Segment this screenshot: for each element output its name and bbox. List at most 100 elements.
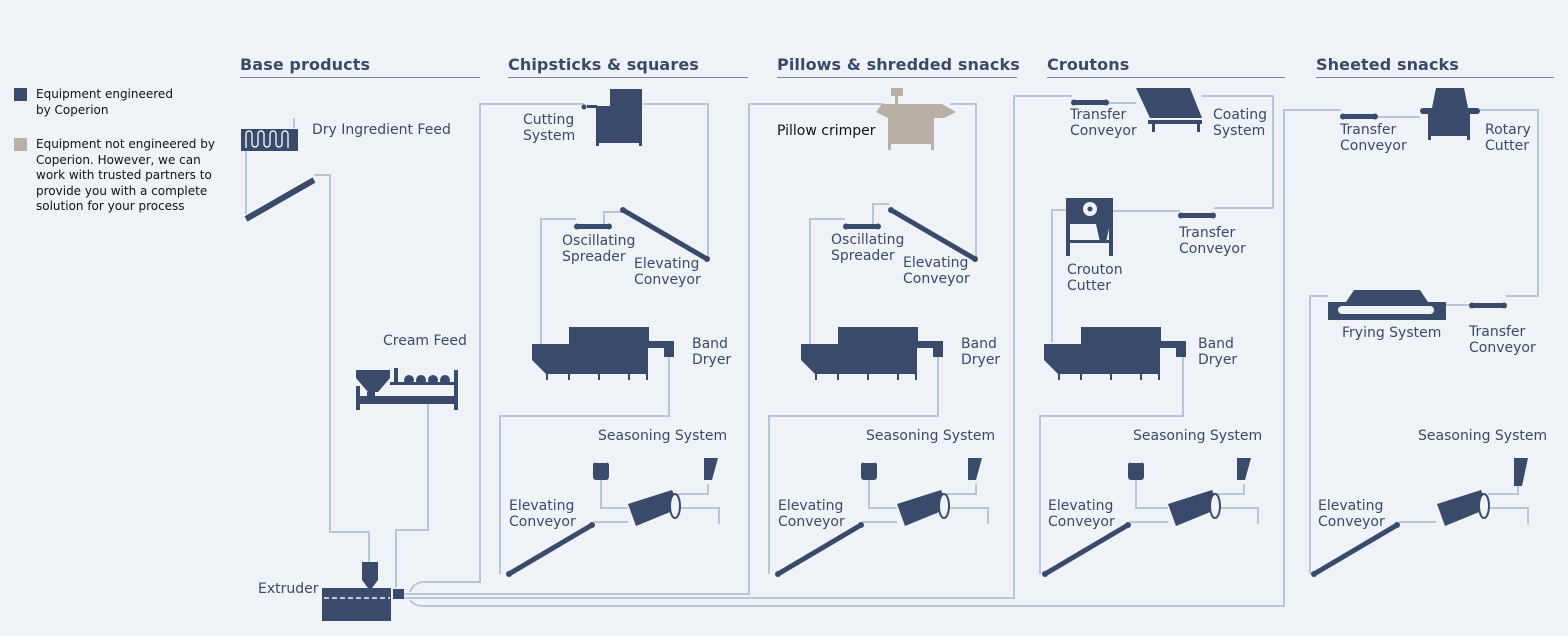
legend-not-engineered-swatch [14, 138, 27, 151]
cs-seasoning-system-icon [593, 458, 718, 526]
legend-engineered-text: Equipment engineered by Coperion [36, 87, 173, 117]
label-pl-oscillating-2: Spreader [831, 248, 895, 264]
sh-transfer-conveyor-icon [1340, 113, 1378, 120]
coating-system-icon [1136, 88, 1202, 132]
label-cs-band-2: Dryer [692, 352, 732, 368]
label-cs-oscillating-1: Oscillating [562, 233, 636, 249]
pipe-sh-cutter-down [1480, 109, 1539, 297]
label-cs-elevating-b-1: Elevating [509, 498, 575, 514]
equipment [241, 88, 1528, 621]
label-cutting-system-1: Cutting [523, 112, 575, 128]
label-cr-transfer-b-2: Conveyor [1179, 241, 1246, 257]
section-pillows-title: Pillows & shredded snacks [777, 55, 1020, 74]
label-pl-oscillating-1: Oscillating [831, 232, 905, 248]
cs-elevating-conveyor-icon [620, 207, 710, 262]
pipe-sh-season-3 [1490, 507, 1529, 524]
cs-band-dryer-icon [532, 327, 674, 380]
label-sh-transfer-b-1: Transfer [1469, 324, 1526, 340]
label-pl-band-2: Dryer [961, 352, 1001, 368]
label-sh-transfer-b-2: Conveyor [1469, 340, 1536, 356]
cutting-system-icon [581, 89, 642, 146]
dry-feed-incline-icon [244, 177, 316, 222]
pipe-cs-dryer-to-season [499, 350, 670, 574]
label-cr-elevating-b-1: Elevating [1048, 498, 1114, 514]
section-base-divider [240, 77, 480, 78]
label-cs-elevating-1: Elevating [634, 256, 700, 272]
label-pl-elevating-b-2: Conveyor [778, 514, 845, 530]
label-pl-seasoning: Seasoning System [866, 428, 996, 444]
label-sh-elevating-b-1: Elevating [1318, 498, 1384, 514]
label-sh-transfer-1: Transfer [1340, 122, 1397, 138]
pipe-cr-coat-down [1202, 95, 1274, 209]
cr-transfer-conveyor-mid-icon [1178, 212, 1216, 219]
cr-seasoning-system-icon [1128, 458, 1251, 526]
section-chipsticks-divider [508, 77, 748, 78]
section-sheeted-title: Sheeted snacks [1316, 55, 1459, 74]
section-base-products-title: Base products [240, 55, 371, 74]
pl-band-dryer-icon [801, 327, 943, 380]
label-crouton-cutter-2: Cutter [1067, 278, 1111, 294]
label-sh-transfer-2: Conveyor [1340, 138, 1407, 154]
section-croutons-divider [1047, 77, 1285, 78]
frying-system-icon [1328, 290, 1446, 320]
label-pl-elevating-1: Elevating [903, 255, 969, 271]
label-crouton-cutter-1: Crouton [1067, 262, 1123, 278]
pillow-crimper-icon [876, 88, 956, 150]
pl-oscillating-spreader-icon [843, 223, 881, 230]
pipe-pl-osc-to-dryer [809, 218, 845, 346]
pipe-cs-osc-to-dryer [540, 218, 576, 346]
label-rotary-cutter-1: Rotary [1485, 122, 1531, 138]
label-extruder: Extruder [258, 581, 319, 597]
pipe-extruder-to-croutons [404, 95, 1072, 599]
section-pillows-divider [777, 77, 1017, 78]
section-chipsticks-title: Chipsticks & squares [508, 55, 699, 74]
label-cr-band-1: Band [1198, 336, 1234, 352]
pl-seasoning-system-icon [861, 458, 982, 526]
pipe-cs-season-2 [678, 484, 709, 495]
sh-seasoning-system-icon [1437, 458, 1528, 526]
label-cs-elevating-b-2: Conveyor [509, 514, 576, 530]
section-croutons-title: Croutons [1047, 55, 1130, 74]
rotary-cutter-icon [1420, 88, 1480, 140]
pipe-pl-season-3 [948, 507, 989, 524]
sh-transfer-conveyor-mid-icon [1469, 302, 1507, 309]
pipe-dry-feed-to-extruder [314, 174, 370, 564]
label-cr-seasoning: Seasoning System [1133, 428, 1263, 444]
label-cr-transfer-b-1: Transfer [1179, 225, 1236, 241]
extruder-icon [322, 562, 404, 621]
pipe-extruder-to-pillows [404, 103, 884, 595]
pipe-pl-season-2 [946, 484, 977, 495]
pipe-cs-cut-to-elev [643, 103, 709, 258]
pipe-sh-season-2 [1488, 484, 1519, 495]
label-cr-band-2: Dryer [1198, 352, 1238, 368]
label-cr-elevating-b-2: Conveyor [1048, 514, 1115, 530]
pipe-cs-season-3 [680, 507, 720, 524]
dry-feed-screw-icon [241, 129, 298, 151]
cr-band-dryer-icon [1044, 327, 1186, 380]
label-sh-elevating-b-2: Conveyor [1318, 514, 1385, 530]
label-pillow-crimper: Pillow crimper [777, 123, 876, 139]
label-pl-elevating-2: Conveyor [903, 271, 970, 287]
pipe-cs-season-1 [600, 480, 628, 509]
pipe-cream-to-extruder [395, 404, 429, 588]
label-coating-2: System [1213, 123, 1266, 139]
pipe-cr-season-3 [1218, 507, 1259, 524]
cr-elevating-conveyor-bottom-icon [1042, 522, 1131, 577]
label-rotary-cutter-2: Cutter [1485, 138, 1529, 154]
legend-not-engineered-text: Equipment not engineered by Coperion. Ho… [36, 137, 215, 213]
label-cream-feed: Cream Feed [383, 333, 467, 349]
pl-elevating-conveyor-icon [888, 207, 978, 262]
pipe-cr-dryer-to-season [1039, 350, 1184, 574]
label-cs-seasoning: Seasoning System [598, 428, 728, 444]
cr-transfer-conveyor-icon [1071, 99, 1109, 106]
label-cs-elevating-2: Conveyor [634, 272, 701, 288]
pipe-cs-osc-up [603, 211, 622, 226]
pipe-pl-osc-up [872, 203, 889, 226]
label-coating-1: Coating [1213, 107, 1268, 123]
pipe-cr-season-2 [1216, 484, 1245, 495]
pipe-extruder-to-sheeted [409, 109, 1341, 607]
section-sheeted-divider [1316, 77, 1554, 78]
crouton-cutter-icon [1066, 198, 1113, 256]
pipes [245, 95, 1539, 607]
